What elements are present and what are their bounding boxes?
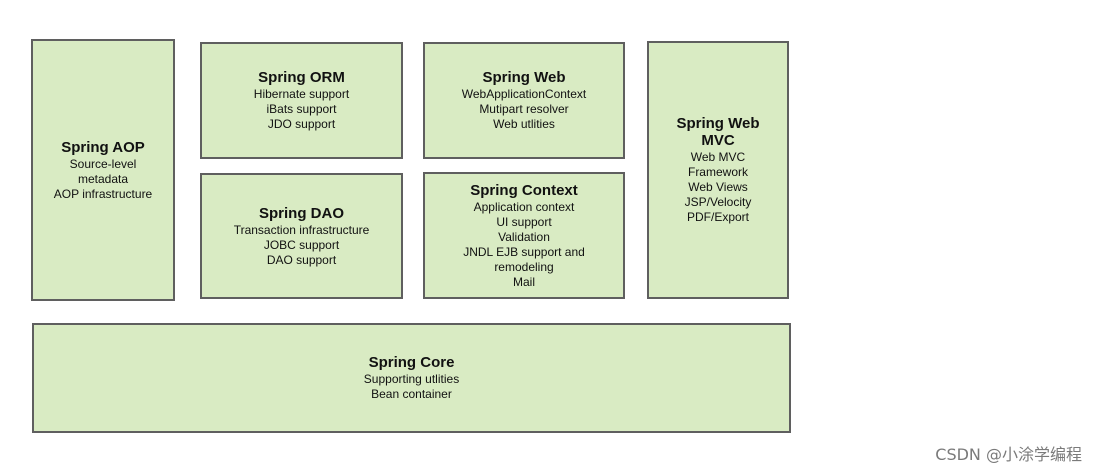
spring-web-line: Web utlities <box>493 117 555 131</box>
spring-web-title: Spring Web <box>482 69 566 86</box>
spring-web-line: WebApplicationContext <box>461 87 587 101</box>
spring-web-line: Mutipart resolver <box>479 102 569 116</box>
spring-dao-line: Transaction infrastructure <box>233 222 370 237</box>
spring-context-line: Mail <box>512 274 535 289</box>
spring-web-mvc-title: Spring Web MVC <box>676 115 760 149</box>
spring-web-mvc-line: PDF/Export <box>686 210 749 224</box>
spring-core-title: Spring Core <box>368 354 455 371</box>
spring-web-mvc-line: Web Views <box>688 180 748 194</box>
spring-core-line: Bean container <box>371 387 452 401</box>
spring-context-module: Spring Context Application context UI su… <box>423 172 625 299</box>
spring-aop-title: Spring AOP <box>61 138 145 156</box>
spring-dao-module: Spring DAO Transaction infrastructure JO… <box>200 173 403 299</box>
spring-core-module: Spring Core Supporting utlities Bean con… <box>32 323 791 433</box>
spring-context-line: Validation <box>498 229 550 244</box>
spring-orm-title: Spring ORM <box>258 69 345 86</box>
spring-web-mvc-line: Web MVC <box>690 150 746 164</box>
csdn-watermark: CSDN @小涂学编程 <box>935 445 1082 464</box>
spring-aop-line: metadata <box>77 171 129 186</box>
spring-orm-line: JDO support <box>267 117 336 131</box>
spring-context-line: JNDL EJB support and remodeling <box>463 244 585 274</box>
spring-dao-title: Spring DAO <box>259 204 344 222</box>
spring-context-line: UI support <box>496 214 552 229</box>
spring-web-mvc-module: Spring Web MVC Web MVC Framework Web Vie… <box>647 41 789 299</box>
spring-dao-line: DAO support <box>266 252 337 267</box>
spring-orm-module: Spring ORM Hibernate support iBats suppo… <box>200 42 403 159</box>
spring-aop-line: AOP infrastructure <box>53 186 153 201</box>
spring-dao-line: JOBC support <box>263 237 340 252</box>
spring-orm-line: iBats support <box>266 102 337 116</box>
spring-web-mvc-line: Framework <box>687 165 748 179</box>
spring-context-title: Spring Context <box>470 181 578 199</box>
spring-aop-module: Spring AOP Source-level metadata AOP inf… <box>31 39 175 301</box>
spring-orm-line: Hibernate support <box>253 87 350 101</box>
spring-context-line: Application context <box>473 199 575 214</box>
spring-web-module: Spring Web WebApplicationContext Mutipar… <box>423 42 625 159</box>
spring-web-mvc-line: JSP/Velocity <box>684 195 752 209</box>
spring-core-line: Supporting utlities <box>363 372 460 386</box>
spring-aop-line: Source-level <box>69 156 137 171</box>
